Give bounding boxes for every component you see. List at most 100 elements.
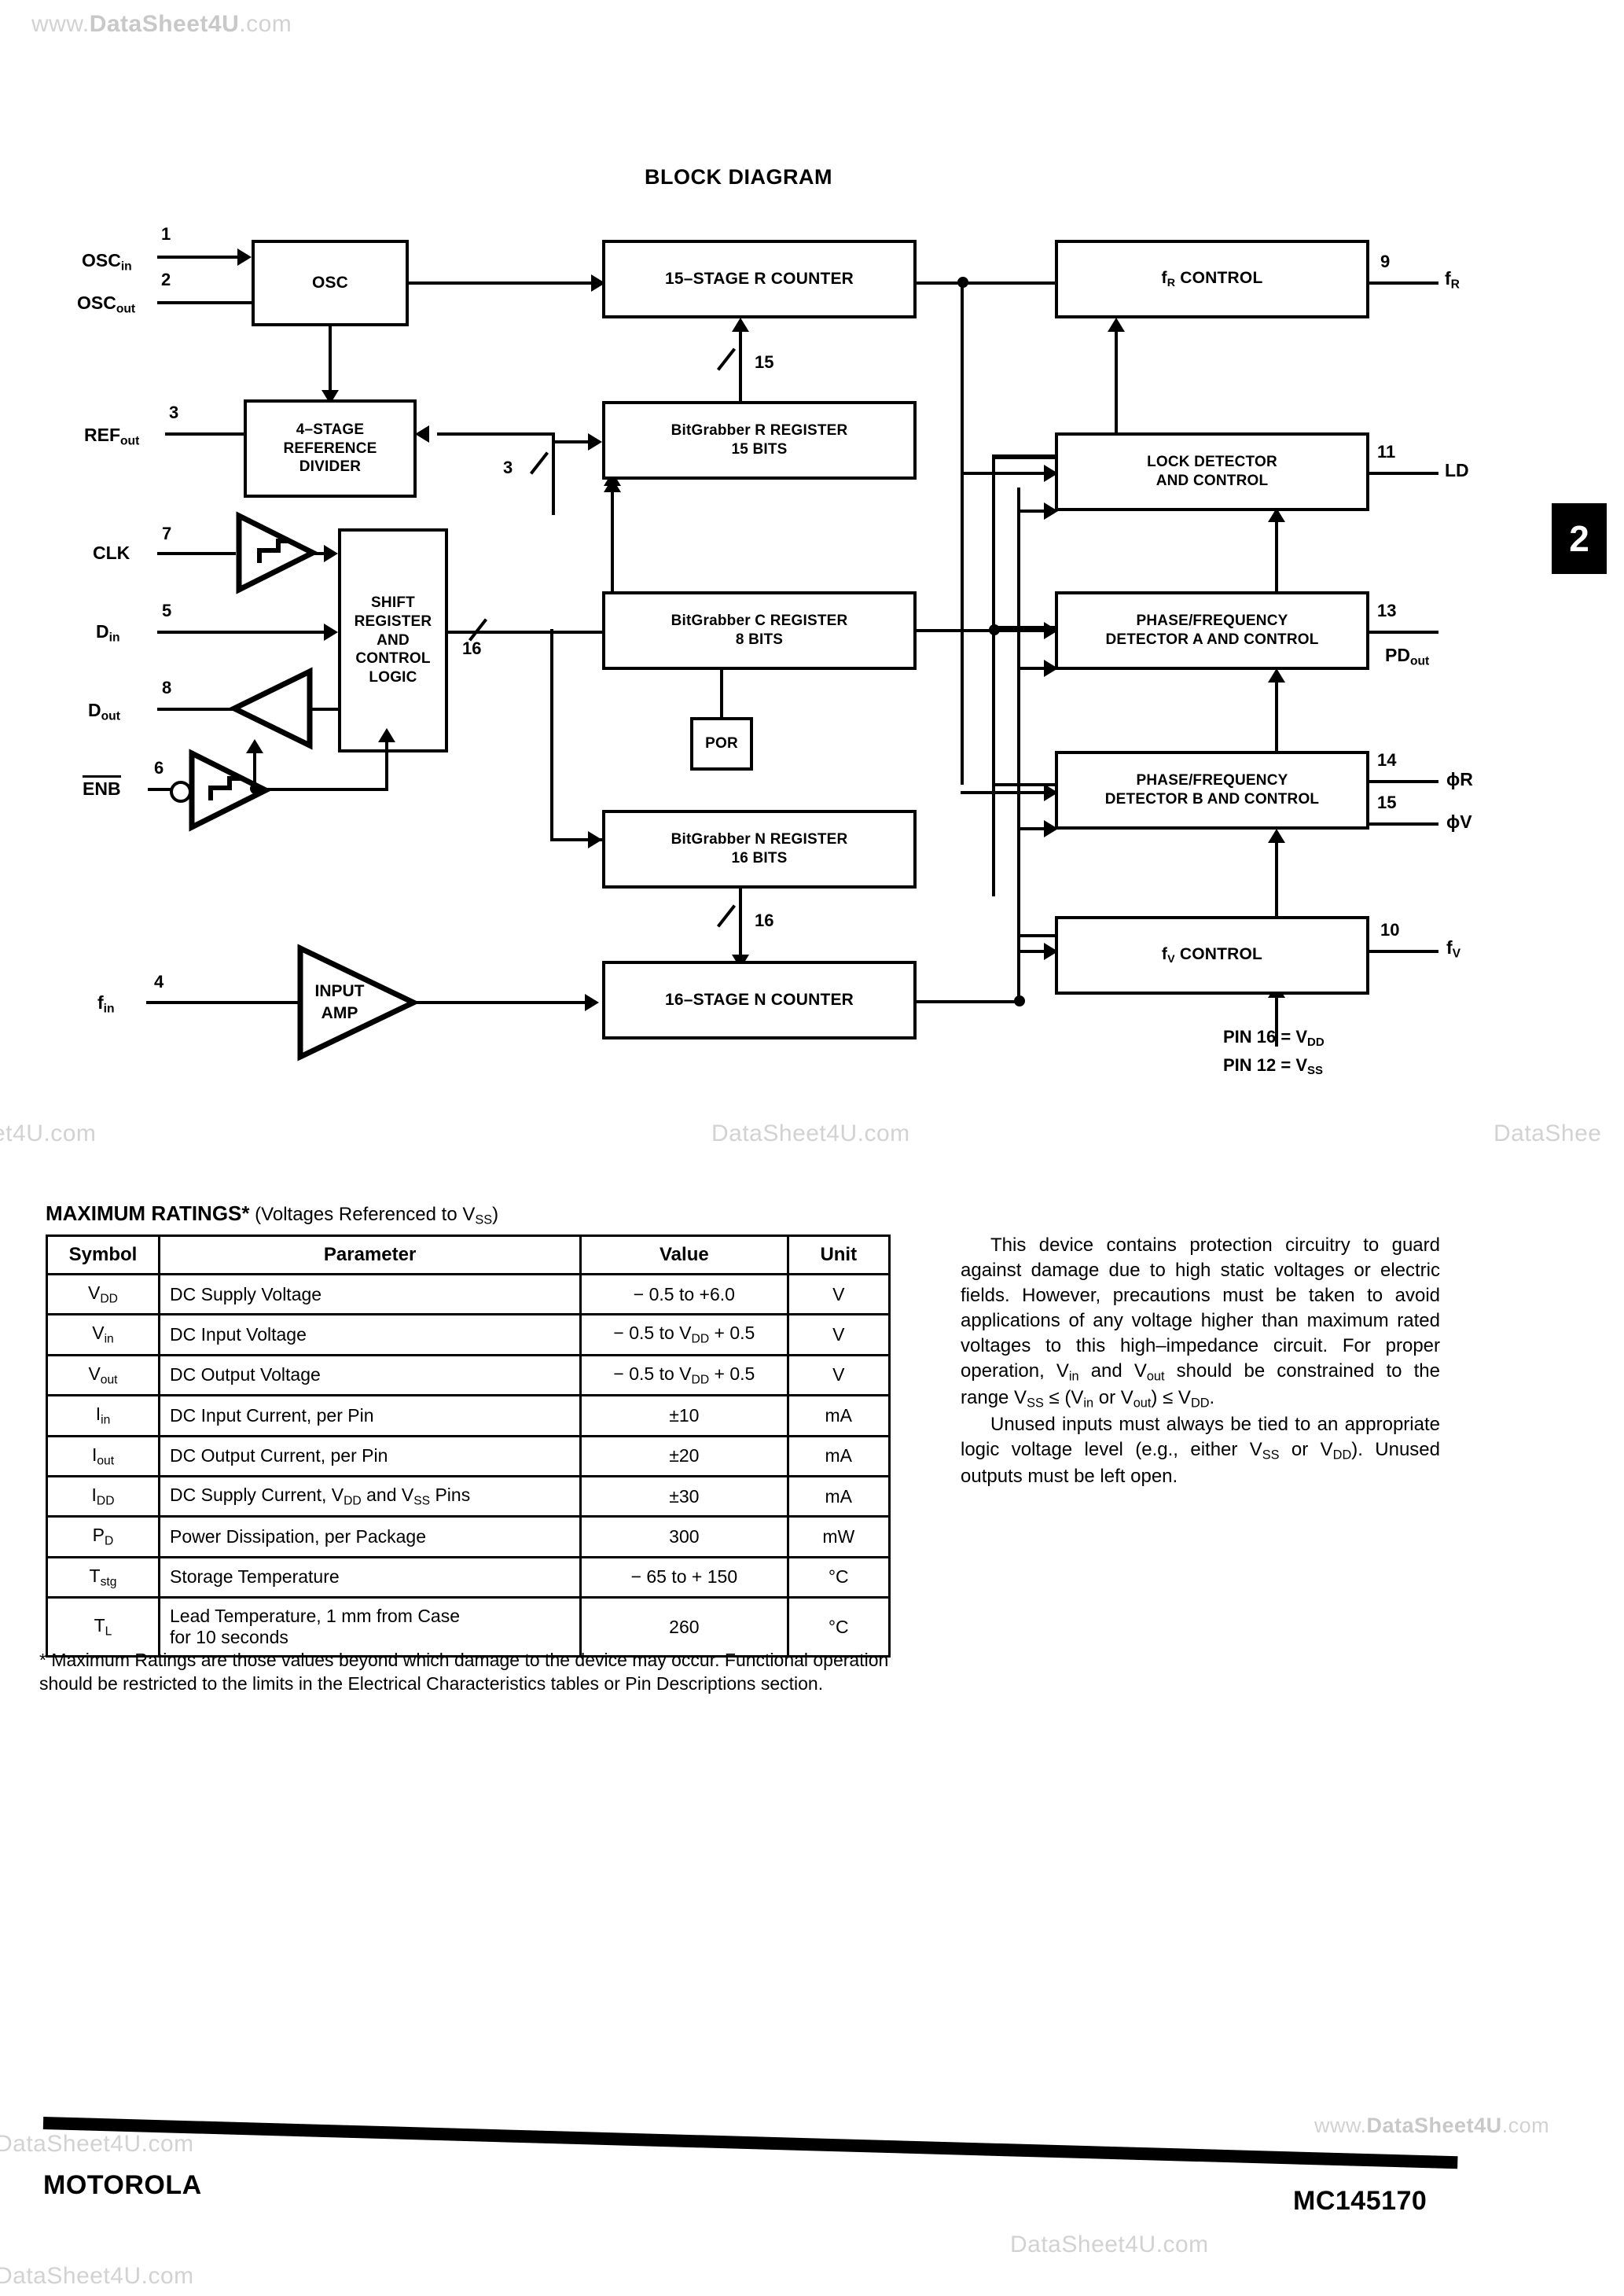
pin-number-6: 6 — [154, 758, 164, 778]
cell-unit: V — [786, 1272, 891, 1316]
watermark-mid-left: et4U.com — [0, 1120, 97, 1146]
watermark-bottom-center: DataSheet4U.com — [1010, 2232, 1209, 2257]
pin-label-pd-out: PDout — [1385, 645, 1430, 668]
wire-ncount-out — [915, 1000, 1022, 1003]
pin-number-8: 8 — [162, 678, 172, 697]
cell-symbol: VDD — [46, 1272, 160, 1316]
pfda-line2: DETECTOR A AND CONTROL — [1105, 631, 1319, 648]
wire-clk — [157, 552, 236, 555]
cell-value: 260 — [579, 1596, 789, 1658]
pin-label-clk: CLK — [93, 543, 130, 563]
maximum-ratings-heading: MAXIMUM RATINGS* (Voltages Referenced to… — [46, 1201, 499, 1227]
wire-d-in — [157, 631, 332, 634]
table-row: Iin DC Input Current, per Pin ±10 mA — [46, 1394, 891, 1437]
svg-text:INPUT: INPUT — [315, 982, 365, 1000]
pin-number-7: 7 — [162, 524, 172, 543]
col-parameter: Parameter — [157, 1234, 582, 1275]
cell-unit: mA — [786, 1434, 891, 1477]
watermark-bottom-left: DataSheet4U.com — [0, 2131, 194, 2157]
wire-osc-to-refdiv — [329, 325, 332, 399]
wire-phiv-out — [1368, 822, 1438, 826]
watermark-top: www.DataSheet4U.com — [31, 11, 292, 37]
lock-line2: AND CONTROL — [1156, 473, 1269, 489]
watermark-mid-right: DataShee — [1494, 1120, 1602, 1146]
pin-label-fr: fR — [1445, 268, 1460, 292]
wire-bgc-out-right — [915, 629, 994, 632]
ctrl-riser-lock — [1275, 519, 1278, 629]
r-counter-label: 15–STAGE R COUNTER — [664, 269, 854, 288]
inverter-bubble-enb — [170, 781, 192, 803]
esd-paragraph-2: Unused inputs must always be tied to an … — [961, 1414, 1441, 1488]
wire-bus16-down — [550, 629, 553, 841]
pin-label-f-in: fin — [97, 992, 115, 1016]
shift-line4: CONTROL — [355, 650, 431, 668]
bgn-line2: 16 BITS — [731, 850, 788, 867]
bgr-line2: 15 BITS — [731, 441, 788, 458]
fr-control-label: fR CONTROL — [1161, 268, 1263, 289]
power-note-vss: PIN 12 = VSS — [1223, 1055, 1323, 1078]
arrow-ctrl-pfdb — [1268, 829, 1285, 843]
wire-rcount-spine — [961, 281, 964, 785]
tap-ncount-to-lock — [1017, 510, 1055, 513]
cell-parameter: DC Input Voltage — [157, 1313, 582, 1356]
wire-bgc-to-por — [720, 670, 723, 717]
cell-symbol: IDD — [46, 1474, 160, 1518]
cell-symbol: TL — [46, 1596, 160, 1658]
footer-part-number: MC145170 — [1293, 2186, 1427, 2216]
shift-line5: LOGIC — [369, 669, 417, 686]
bgc-line2: 8 BITS — [735, 631, 784, 648]
cell-unit: mA — [786, 1474, 891, 1518]
pfda-line1: PHASE/FREQUENCY — [1136, 613, 1288, 630]
table-row: PD Power Dissipation, per Package 300 mW — [46, 1515, 891, 1558]
arrow-ctrl-pfda — [1268, 668, 1285, 683]
wire-osc-in — [157, 256, 239, 259]
pin-label-fv: fV — [1446, 937, 1461, 961]
arrow-ncount-to-pfdb — [1044, 820, 1058, 837]
block-shift-register: SHIFT REGISTER AND CONTROL LOGIC — [338, 528, 448, 752]
wire-enb-right-riser — [385, 739, 388, 788]
pin-label-enb: ENB — [83, 775, 121, 800]
wire-bus3-vertical — [552, 432, 555, 515]
power-note-vdd: PIN 16 = VDD — [1223, 1027, 1325, 1050]
wire-fv-out — [1368, 950, 1438, 953]
footer-rule — [42, 2117, 1458, 2169]
schmitt-buffer-clk — [234, 511, 318, 594]
tap-rcount-to-pfda — [961, 629, 1055, 632]
table-header-row: Symbol Parameter Value Unit — [46, 1234, 891, 1275]
cell-value: − 0.5 to +6.0 — [579, 1272, 789, 1316]
pin-number-2: 2 — [161, 270, 171, 289]
cell-symbol: Vin — [46, 1313, 160, 1356]
pin-label-d-in: Din — [96, 621, 120, 645]
wire-enb-to-shift — [253, 751, 256, 789]
pfdb-line2: DETECTOR B AND CONTROL — [1104, 791, 1320, 808]
wire-enb — [148, 788, 171, 791]
watermark-footer-right: www.DataSheet4U.com — [1314, 2114, 1550, 2137]
tap-rcount-to-frctl — [961, 281, 1055, 285]
wire-enb-out — [263, 788, 388, 791]
arrow-ctrl-lock — [1268, 508, 1285, 522]
table-row: Tstg Storage Temperature − 65 to + 150 °… — [46, 1555, 891, 1599]
block-bitgrabber-n: BitGrabber N REGISTER 16 BITS — [602, 810, 917, 889]
bgr-line1: BitGrabber R REGISTER — [671, 422, 848, 440]
bus-width-16a: 16 — [462, 638, 482, 658]
block-fv-control: fV CONTROL — [1055, 916, 1369, 995]
cell-symbol: Tstg — [46, 1555, 160, 1599]
table-row: Vout DC Output Voltage − 0.5 to VDD + 0.… — [46, 1353, 891, 1397]
tap-ncount-to-pfda — [1017, 667, 1055, 670]
arrow-bus3-to-refdiv — [415, 425, 429, 443]
watermark-bottom-edge: DataSheet4U.com — [0, 2263, 194, 2289]
arrow-amp-to-ncounter — [585, 994, 599, 1011]
pin-number-3: 3 — [169, 403, 179, 422]
arrow-rcount-to-lock — [1044, 465, 1058, 482]
pin-number-10: 10 — [1380, 920, 1400, 940]
pin-label-phi-v: ϕV — [1446, 811, 1472, 832]
lock-line1: LOCK DETECTOR — [1147, 454, 1277, 471]
arrow-osc-to-rcounter — [591, 274, 605, 292]
svg-text:AMP: AMP — [321, 1004, 358, 1022]
wire-phir-out — [1368, 780, 1438, 783]
block-reference-divider: 4–STAGE REFERENCE DIVIDER — [244, 399, 417, 498]
cell-parameter: DC Supply Voltage — [157, 1272, 582, 1316]
pin-number-15: 15 — [1377, 793, 1397, 812]
bgc-line1: BitGrabber C REGISTER — [671, 613, 848, 630]
arrow-enb-to-shift — [246, 739, 263, 753]
